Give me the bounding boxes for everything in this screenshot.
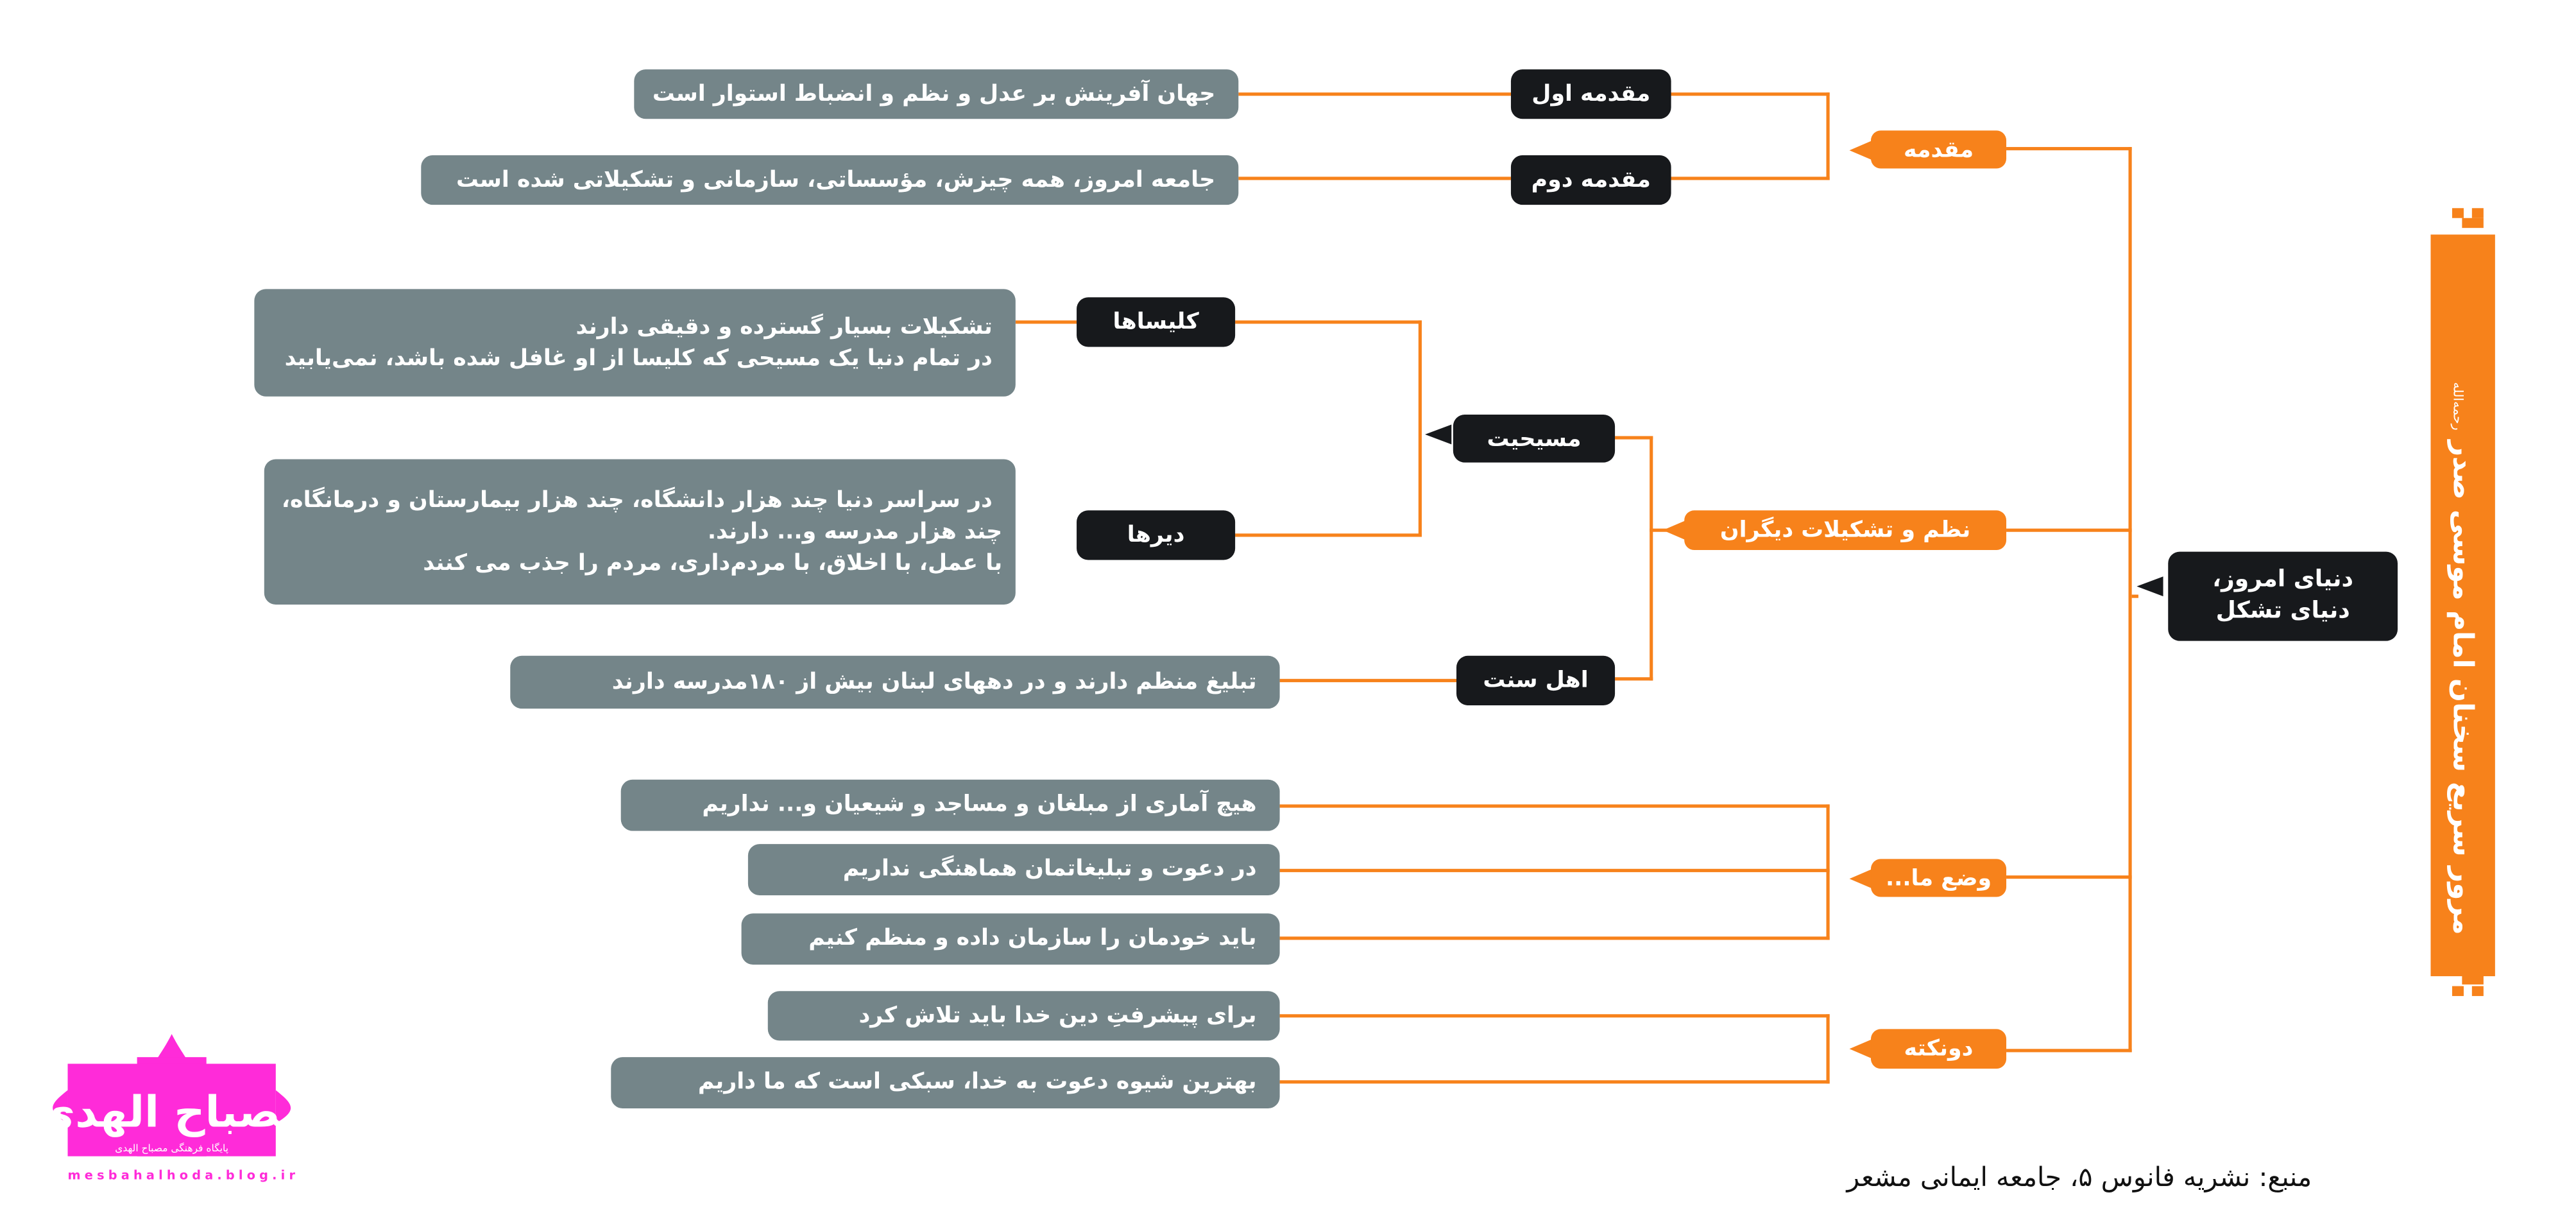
pointer-icon bbox=[1849, 868, 1873, 889]
connector bbox=[2006, 528, 2132, 532]
branch-others: نظم و تشکیلات دیگران bbox=[1684, 510, 2007, 551]
connector bbox=[2006, 1049, 2132, 1053]
svg-text:مصباح الهدی: مصباح الهدی bbox=[36, 1087, 308, 1137]
connector bbox=[1279, 804, 1830, 808]
title-text: مرور سریع سخنان امام موسی صدر bbox=[2445, 440, 2479, 935]
leaf-line: چند هزار مدرسه و... دارند. bbox=[707, 517, 1003, 545]
node-intro-1: مقدمه اول bbox=[1510, 69, 1671, 119]
root-node: دنیای امروز، دنیای تشکل bbox=[2168, 551, 2398, 641]
root-line: دنیای امروز، bbox=[2212, 566, 2354, 593]
connector bbox=[1235, 320, 1422, 324]
leaf-two-points-1: برای پیشرفتِ دین خدا باید تلاش کرد bbox=[767, 991, 1280, 1041]
branch-ours: وضع ما... bbox=[1871, 859, 2007, 897]
leaf-sunni: تبلیغ منظم دارند و در دههای لبنان بیش از… bbox=[510, 655, 1280, 709]
leaf-line: با عمل، با اخلاق، با مردم‌داری، مردم را … bbox=[423, 549, 1003, 576]
connector bbox=[1279, 678, 1457, 682]
leaf-intro-2: جامعه امروز، همه چیزش، مؤسساتی، سازمانی … bbox=[421, 155, 1239, 205]
connector bbox=[2131, 594, 2138, 598]
connector bbox=[1279, 868, 1830, 872]
connector bbox=[1238, 176, 1511, 180]
connector bbox=[1671, 92, 1830, 96]
leaf-churches: تشکیلات بسیار گسترده و دقیقی دارند در تم… bbox=[254, 289, 1016, 397]
connector bbox=[1238, 92, 1511, 96]
pointer-icon bbox=[2137, 576, 2163, 597]
connector bbox=[1235, 533, 1422, 537]
node-christianity: مسیحیت bbox=[1453, 414, 1616, 463]
leaf-ours-2: در دعوت و تبلیغاتمان هماهنگی نداریم bbox=[747, 844, 1280, 895]
node-sunni: اهل سنت bbox=[1456, 655, 1616, 705]
logo-url: mesbahalhoda.blog.ir bbox=[67, 1167, 300, 1183]
connector bbox=[1279, 1080, 1830, 1084]
root-line: دنیای تشکل bbox=[2215, 598, 2350, 624]
pointer-icon bbox=[1849, 1038, 1873, 1059]
branch-two-points: دونکته bbox=[1871, 1029, 2007, 1069]
source-caption: منبع: نشریه فانوس ۵، جامعه ایمانی مشعر bbox=[1847, 1161, 2312, 1193]
connector bbox=[1418, 320, 1422, 537]
connector bbox=[1650, 436, 1653, 681]
node-churches: کلیساها bbox=[1077, 297, 1236, 347]
logo-emblem-icon: مصباح الهدی پایگاه فرهنگی مصباح الهدی bbox=[36, 1034, 308, 1157]
connector-main bbox=[2128, 147, 2132, 1053]
connector bbox=[1615, 677, 1653, 681]
connector bbox=[1671, 176, 1830, 180]
pointer-icon bbox=[1662, 520, 1686, 540]
logo: مصباح الهدی پایگاه فرهنگی مصباح الهدی me… bbox=[25, 1024, 319, 1189]
node-intro-2: مقدمه دوم bbox=[1510, 155, 1671, 205]
connector bbox=[1279, 936, 1830, 940]
connector bbox=[1015, 320, 1077, 324]
connector bbox=[1826, 804, 1830, 940]
leaf-two-points-2: بهترین شیوه دعوت به خدا، سبکی است که ما … bbox=[611, 1057, 1280, 1108]
leaf-ours-1: هیچ آماری از مبلغان و مساجد و شیعیان و..… bbox=[620, 779, 1280, 831]
connector bbox=[1826, 92, 1830, 180]
leaf-line: تشکیلات بسیار گسترده و دقیقی دارند bbox=[576, 313, 993, 340]
connector bbox=[2006, 875, 2132, 879]
leaf-intro-1: جهان آفرینش بر عدل و نظم و انضباط استوار… bbox=[634, 69, 1239, 119]
connector bbox=[1826, 1014, 1830, 1084]
leaf-line: در سراسر دنیا چند هزار دانشگاه، چند هزار… bbox=[281, 486, 993, 513]
node-monasteries: دیرها bbox=[1077, 510, 1236, 560]
leaf-monasteries: در سراسر دنیا چند هزار دانشگاه، چند هزار… bbox=[264, 459, 1016, 605]
leaf-ours-3: باید خودمان را سازمان داده و منظم کنیم bbox=[741, 913, 1280, 965]
title-honorific: رحمه‌الله bbox=[2450, 382, 2466, 431]
branch-intro: مقدمه bbox=[1871, 130, 2007, 169]
svg-text:پایگاه فرهنگی مصباح الهدی: پایگاه فرهنگی مصباح الهدی bbox=[115, 1142, 228, 1155]
leaf-line: در تمام دنیا یک مسیحی که کلیسا از او غاف… bbox=[284, 344, 993, 371]
pointer-icon bbox=[1425, 424, 1452, 445]
connector bbox=[1279, 1014, 1830, 1018]
pointer-icon bbox=[1849, 140, 1873, 160]
connector bbox=[2006, 147, 2132, 151]
connector bbox=[1615, 436, 1653, 440]
